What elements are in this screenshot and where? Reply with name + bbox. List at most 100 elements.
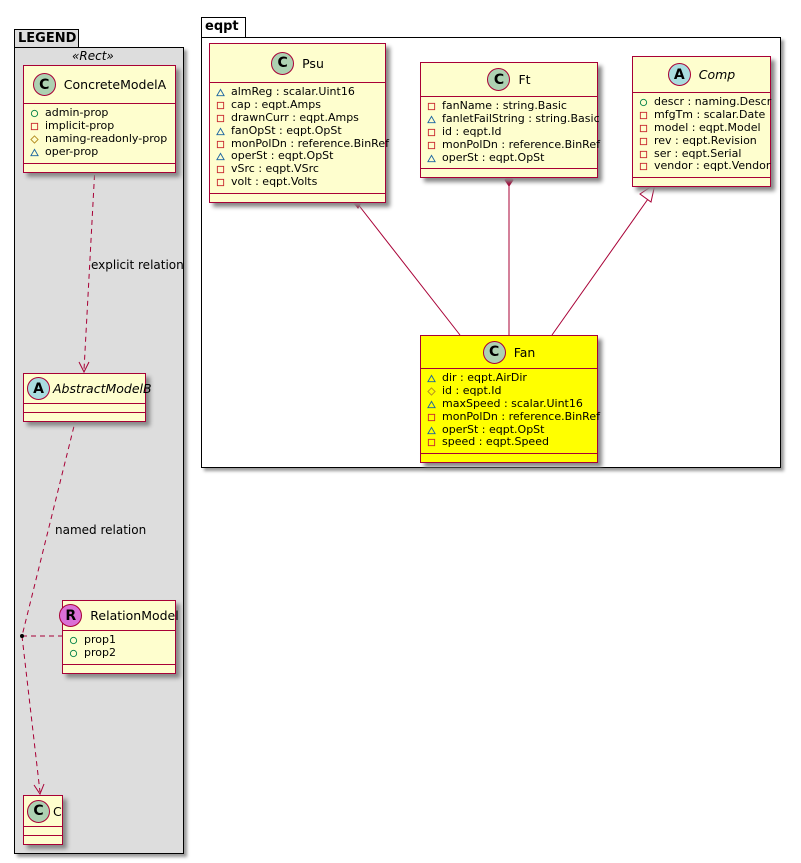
private-icon xyxy=(216,114,225,122)
attribute: fanletFailString : string.Basic xyxy=(427,112,600,126)
attribute: naming-readonly-prop xyxy=(30,131,169,146)
attribute: id : eqpt.Id xyxy=(427,125,591,139)
public-icon xyxy=(69,636,78,645)
method-list xyxy=(63,665,175,673)
attribute-text: monPolDn : reference.BinRef xyxy=(231,136,389,150)
method-list xyxy=(24,413,145,421)
class-kind-c-icon: C xyxy=(487,68,511,91)
class-name: C xyxy=(53,803,62,819)
attribute-text: prop1 xyxy=(84,633,116,646)
class-name: ConcreteModelA xyxy=(63,77,167,92)
inheritance-triangle-icon xyxy=(639,182,656,203)
private-icon xyxy=(216,101,225,109)
class-kind-a-icon: A xyxy=(667,63,691,86)
attribute-text: admin-prop xyxy=(45,106,109,119)
attribute-text: operSt : eqpt.OpSt xyxy=(442,422,545,436)
attribute-text: rev : eqpt.Revision xyxy=(654,133,757,147)
attribute: id : eqpt.Id xyxy=(427,384,591,398)
attribute: volt : eqpt.Volts xyxy=(216,175,379,189)
class-header: C ConcreteModelA xyxy=(24,66,175,104)
class-kind-c-icon: C xyxy=(271,51,295,75)
private-icon xyxy=(639,150,648,158)
method-list xyxy=(210,194,385,202)
protected-icon xyxy=(427,387,436,396)
private-icon xyxy=(216,140,225,148)
attribute: operSt : eqpt.OpSt xyxy=(216,150,379,163)
attribute-text: monPolDn : reference.BinRef xyxy=(442,409,600,423)
attribute: almReg : scalar.Uint16 xyxy=(216,85,379,99)
package-private-icon xyxy=(427,115,436,123)
class-header: C Ft xyxy=(421,63,597,97)
class-abstract-model-b[interactable]: A AbstractModelB xyxy=(23,373,152,422)
attribute-text: monPolDn : reference.BinRef xyxy=(442,137,600,151)
private-icon xyxy=(427,439,436,447)
attribute-list xyxy=(24,827,62,836)
private-icon xyxy=(427,413,436,421)
attribute: monPolDn : reference.BinRef xyxy=(427,410,600,424)
eqpt-package-tab: eqpt xyxy=(201,17,246,38)
named-relation-line-2 xyxy=(21,635,41,793)
attribute: fanName : string.Basic xyxy=(427,99,591,113)
legend-package xyxy=(14,47,184,854)
composition-psu-fan xyxy=(356,202,461,336)
generalization-fan-comp xyxy=(551,198,649,336)
package-private-icon xyxy=(427,153,436,162)
attribute-text: fanName : string.Basic xyxy=(442,99,567,112)
class-name: Psu xyxy=(302,55,324,71)
class-c[interactable]: C C xyxy=(23,795,63,845)
attribute-text: vSrc : eqpt.VSrc xyxy=(231,162,319,176)
attribute: admin-prop xyxy=(30,106,169,120)
package-private-icon xyxy=(427,374,436,383)
attribute-text: ser : eqpt.Serial xyxy=(654,146,742,160)
named-relation-label: named relation xyxy=(55,523,147,537)
attribute-text: implicit-prop xyxy=(45,118,115,132)
public-icon xyxy=(30,109,39,118)
attribute-text: maxSpeed : scalar.Uint16 xyxy=(442,396,583,410)
explicit-relation-label: explicit relation xyxy=(91,258,184,272)
attribute-text: naming-readonly-prop xyxy=(45,131,168,145)
class-name: AbstractModelB xyxy=(53,381,152,396)
attribute: monPolDn : reference.BinRef xyxy=(427,138,600,152)
private-icon xyxy=(639,137,648,145)
attribute-text: prop2 xyxy=(84,645,116,659)
class-header: C C xyxy=(24,796,62,827)
class-kind-c-icon: C xyxy=(32,73,56,96)
attribute-text: operSt : eqpt.OpSt xyxy=(442,150,545,164)
attribute: monPolDn : reference.BinRef xyxy=(216,137,389,151)
attribute-text: model : eqpt.Model xyxy=(654,120,761,134)
attribute-text: vendor : eqpt.Vendor xyxy=(654,159,771,173)
attribute: prop2 xyxy=(69,645,169,660)
legend-package-tab: LEGEND xyxy=(14,29,79,48)
attribute-text: speed : eqpt.Speed xyxy=(442,435,549,449)
class-kind-r-icon: R xyxy=(59,604,83,627)
class-name: Fan xyxy=(513,344,536,360)
class-kind-c-icon: C xyxy=(482,340,506,364)
package-private-icon xyxy=(427,425,436,434)
attribute: model : eqpt.Model xyxy=(639,120,764,135)
package-private-icon xyxy=(216,88,225,97)
public-icon xyxy=(639,98,648,107)
class-header: C Psu xyxy=(210,44,385,83)
private-icon xyxy=(216,179,225,187)
private-icon xyxy=(427,128,436,136)
legend-stereotype: «Rect» xyxy=(72,49,114,63)
attribute-text: oper-prop xyxy=(45,144,99,158)
attribute-text: descr : naming.Descr xyxy=(654,95,772,108)
protected-icon xyxy=(30,134,39,144)
private-icon xyxy=(639,163,648,171)
attribute: fanOpSt : eqpt.OpSt xyxy=(216,124,379,138)
attribute-text: dir : eqpt.AirDir xyxy=(442,371,527,384)
attribute: operSt : eqpt.OpSt xyxy=(427,422,591,437)
association-point xyxy=(20,634,24,638)
method-list xyxy=(421,169,597,177)
